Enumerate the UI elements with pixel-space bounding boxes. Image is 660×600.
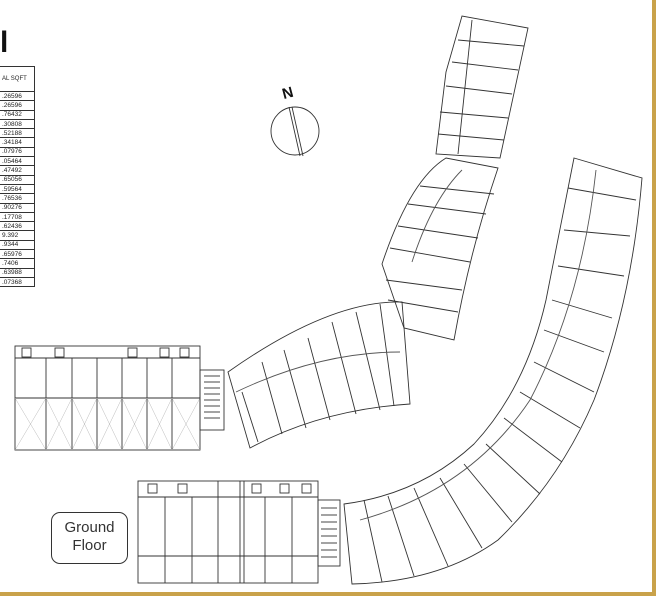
ground-floor-line1: Ground [64, 519, 115, 536]
area-table-header: AL SQFT [0, 66, 35, 92]
area-table-body: .26596.26596.76432.30808.52188.34184.079… [0, 90, 35, 288]
ground-floor-line2: Floor [72, 537, 107, 554]
area-table-header-row: AL SQFT [0, 66, 35, 92]
upper-wing [381, 157, 499, 341]
title-fragment: l [0, 26, 9, 59]
top-tower [435, 15, 529, 159]
area-table: AL SQFT .26596.26596.76432.30808.52188.3… [0, 66, 35, 288]
area-table-row: .07368 [0, 276, 35, 288]
bottom-block [137, 480, 341, 584]
compass [270, 106, 320, 157]
right-wing [343, 157, 643, 585]
area-value: .07368 [0, 276, 35, 288]
north-label: N [280, 84, 295, 103]
left-block [14, 345, 225, 451]
middle-wing [227, 301, 411, 449]
ground-floor-label: Ground Floor [51, 512, 128, 564]
